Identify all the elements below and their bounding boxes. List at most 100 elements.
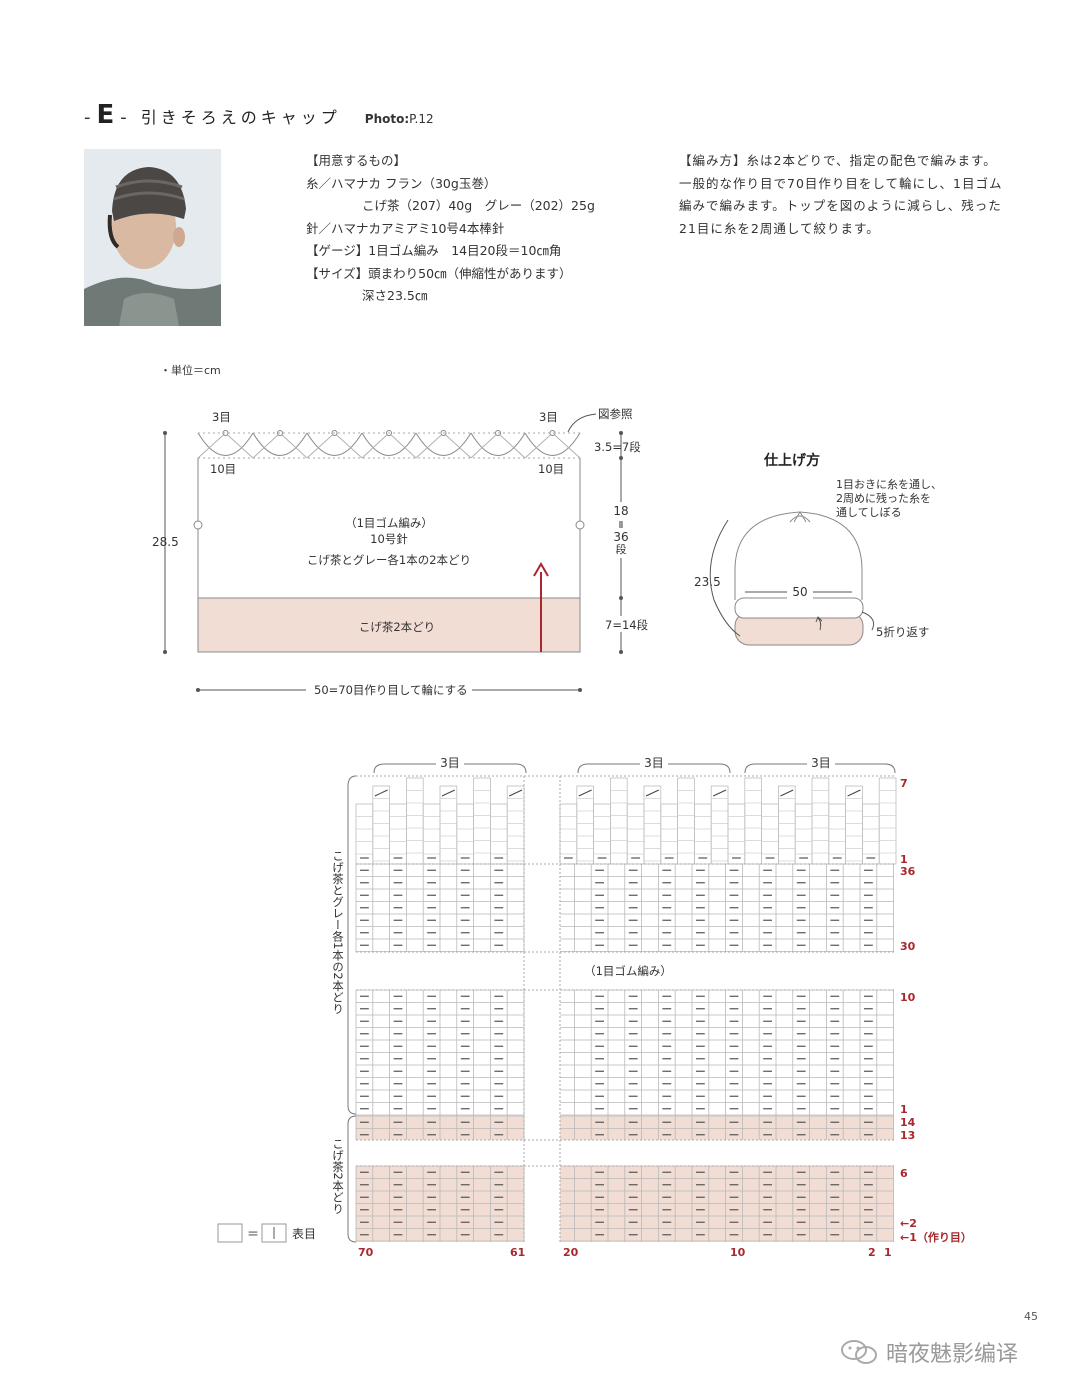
howto-block: 【編み方】糸は2本どりで、指定の配色で編みます。 一般的な作り目で70目作り目を… xyxy=(679,150,1039,240)
band-gap-fill xyxy=(356,1140,894,1166)
see-chart-leader xyxy=(567,413,597,433)
column-gap-fill xyxy=(524,776,560,1242)
title-dash-2: - xyxy=(120,107,127,128)
group-label-3: 3目 xyxy=(811,756,831,770)
decrease-column xyxy=(610,777,628,865)
decrease-column xyxy=(593,803,611,865)
group-label-1: 3目 xyxy=(440,756,460,770)
decrease-arc xyxy=(470,432,526,456)
decrease-column xyxy=(811,777,830,865)
decrease-column xyxy=(643,785,662,865)
yarn-label: こげ茶とグレー各1本の2本どり xyxy=(307,553,471,567)
watermark-text: 暗夜魅影编译 xyxy=(886,1342,1019,1367)
model-photo xyxy=(84,149,221,326)
chart-grid xyxy=(355,863,894,1242)
row-num-13: 13 xyxy=(900,1129,915,1142)
howto-line-2: 一般的な作り目で70目作り目をして輪にし、1目ゴム xyxy=(679,175,1003,191)
side-mark-left xyxy=(193,520,203,530)
title-row: - E - 引きそろえのキャップ Photo:P.12 xyxy=(84,100,434,130)
chart-decrease-symbols xyxy=(355,775,897,1242)
col-num-10: 10 xyxy=(730,1246,746,1259)
knitting-chart: 3目 3目 3目 （1目ゴム編み） 7 1 36 30 10 1 14 13 6… xyxy=(217,754,972,1259)
decrease-column xyxy=(489,803,508,865)
decrease-column xyxy=(456,803,474,865)
materials-heading: 【用意するもの】 xyxy=(306,153,407,168)
row-num-10: 10 xyxy=(900,991,916,1004)
wechat-icon xyxy=(841,1340,877,1364)
decrease-column xyxy=(845,785,863,865)
legend-label: 表目 xyxy=(292,1227,316,1241)
see-chart-label: 図参照 xyxy=(598,407,633,421)
unit-note: ・単位＝cm xyxy=(160,364,221,377)
decrease-column xyxy=(744,777,762,865)
decrease-arcs xyxy=(197,430,581,459)
decrease-column xyxy=(677,777,695,865)
decrease-column xyxy=(626,803,645,865)
decrease-column xyxy=(372,785,390,865)
top-left-stitch-label: 3目 xyxy=(212,410,231,424)
decrease-column xyxy=(355,803,374,865)
left-label-brown: こげ茶2本どり xyxy=(331,1138,345,1214)
band-label: こげ茶2本どり xyxy=(359,620,435,634)
k2tog-symbol xyxy=(441,789,456,797)
materials-depth: 深さ23.5㎝ xyxy=(362,288,428,303)
decrease-column xyxy=(422,803,441,865)
decrease-column xyxy=(727,803,746,865)
title-dash: - xyxy=(84,107,91,128)
decrease-arc xyxy=(524,432,581,456)
k2tog-symbol xyxy=(578,789,592,797)
materials-block: 【用意するもの】 糸／ハマナカ フラン（30g玉巻） こげ茶（207）40g グ… xyxy=(306,150,595,308)
k2tog-symbol xyxy=(508,789,523,797)
page-title: 引きそろえのキャップ xyxy=(140,108,341,127)
group-label-2: 3目 xyxy=(644,756,664,770)
height-total-label: 28.5 xyxy=(152,535,179,549)
photo-ref: Photo:P.12 xyxy=(365,112,434,126)
finish-title: 仕上げ方 xyxy=(763,452,820,469)
top-rows-label: 3.5=7段 xyxy=(594,440,641,454)
chart-rib-label: （1目ゴム編み） xyxy=(584,964,672,978)
schematic-diagram: 28.5 3.5=7段 18 Ⅱ 36 段 7=14段 50=70目作り目して輪… xyxy=(152,407,942,698)
finish-note-1: 1目おきに糸を通し、 xyxy=(836,478,942,491)
band-rows-label: 7=14段 xyxy=(605,618,649,632)
k2tog-symbol xyxy=(374,789,388,797)
needle-label: 10号針 xyxy=(370,532,408,546)
chart-purl-symbols xyxy=(360,869,873,1236)
finish-note-3: 通してしぼる xyxy=(836,506,902,519)
width-label: 50=70目作り目して輪にする xyxy=(314,683,468,697)
hat-outline xyxy=(734,511,863,600)
row-num-2: ←2 xyxy=(900,1217,917,1230)
model-photo-illustration xyxy=(84,149,221,326)
decrease-arc xyxy=(197,432,254,456)
k2tog-symbol xyxy=(847,789,861,797)
fold-leader xyxy=(861,611,875,631)
decrease-column xyxy=(405,777,424,865)
decrease-column xyxy=(576,785,594,865)
row-num-6: 6 xyxy=(900,1167,908,1180)
watermark: 暗夜魅影编译 xyxy=(840,1336,1018,1368)
col-num-2: 2 xyxy=(868,1246,876,1259)
materials-size: 【サイズ】頭まわり50㎝（伸縮性があります） xyxy=(306,265,572,281)
fold-arrow xyxy=(815,616,823,631)
decrease-column xyxy=(778,785,796,865)
row-num-1-cast-on: ←1（作り目） xyxy=(900,1230,972,1244)
col-num-61: 61 xyxy=(510,1246,525,1259)
left-bracket-mix xyxy=(347,775,357,1115)
fold-label: 5折り返す xyxy=(876,625,929,639)
decrease-column xyxy=(710,785,729,865)
row-num-7: 7 xyxy=(900,777,908,790)
page-number: 45 xyxy=(1024,1310,1038,1323)
col-num-20: 20 xyxy=(563,1246,579,1259)
mid-rows-18: 18 xyxy=(613,504,628,518)
k2tog-symbol xyxy=(645,789,660,797)
decrease-column xyxy=(389,803,407,865)
col-num-70: 70 xyxy=(358,1246,374,1259)
k2tog-symbol xyxy=(712,789,727,797)
right-10-label: 10目 xyxy=(538,462,564,476)
photo-ref-label: Photo: xyxy=(364,112,410,126)
materials-needle: 針／ハマナカアミアミ10号4本棒針 xyxy=(306,220,505,236)
legend-empty-cell xyxy=(217,1223,243,1243)
decrease-column xyxy=(828,803,846,865)
hat-gather xyxy=(789,511,811,523)
materials-yarn-colors: こげ茶（207）40g グレー（202）25g xyxy=(362,198,595,213)
decrease-arc xyxy=(415,432,472,456)
